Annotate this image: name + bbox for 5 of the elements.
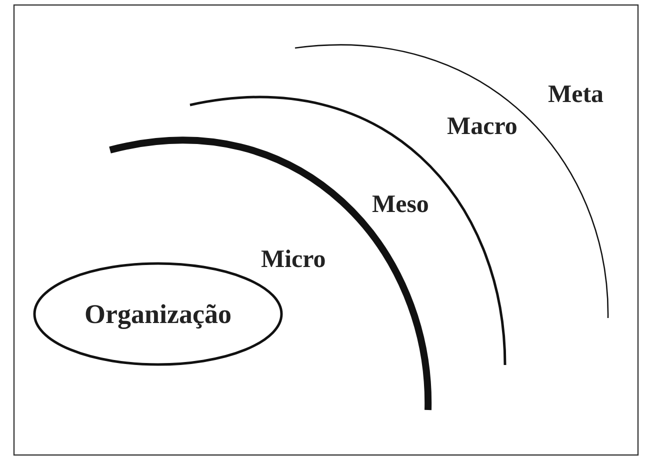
layer-label: Macro (447, 114, 518, 139)
node-label: Organização (84, 298, 232, 330)
layer-label: Micro (261, 247, 326, 272)
layer-label: Meta (548, 82, 604, 107)
layer-label: Meso (372, 192, 429, 217)
